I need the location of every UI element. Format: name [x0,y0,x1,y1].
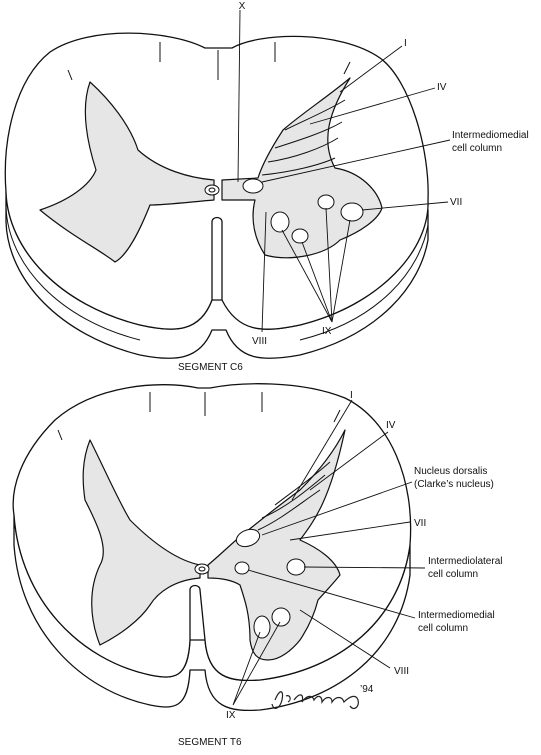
t6-label-intermediolateral-1: Intermediolateral [428,556,502,567]
c6-gray-matter-left [39,81,215,263]
c6-motor-nucleus-2 [291,228,309,244]
c6-leader-i [339,45,403,93]
t6-leader-ix [232,621,281,706]
t6-leader-vii [289,521,411,541]
t6-leader-iv [309,431,389,491]
t6-label-intermediolateral-2: cell column [428,569,478,580]
c6-laminae [261,99,346,176]
c6-surface-furrows [67,42,351,81]
t6-laminae [257,461,331,531]
c6-label-intermediomedial-2: cell column [452,143,502,154]
c6-leader-ix [281,207,351,323]
t6-label-iv: IV [386,420,396,431]
t6-label-i: I [350,390,353,401]
segment-t6-figure: I IV Nucleus dorsalis (Clarke’s nucleus)… [12,383,502,748]
c6-leader-x [237,9,241,183]
c6-leader-iv [309,87,436,125]
t6-label-intermediomedial-2: cell column [418,623,468,634]
t6-label-nucleus-dorsalis-1: Nucleus dorsalis [414,466,487,477]
c6-motor-nucleus-3 [317,194,335,210]
artist-signature-icon [271,691,359,710]
c6-label-intermediomedial-1: Intermediomedial [452,130,529,141]
signature-year: ’94 [360,684,374,695]
t6-label-nucleus-dorsalis-2: (Clarke’s nucleus) [414,479,494,490]
c6-caption: SEGMENT C6 [178,362,243,373]
t6-leader-i [291,399,353,501]
t6-caption: SEGMENT T6 [178,737,242,748]
t6-nucleus-dorsalis [235,528,261,548]
c6-motor-nucleus-1 [270,211,290,233]
segment-c6-figure: X I IV Intermediomedial cell column VII … [4,1,529,373]
c6-intermediomedial-nucleus [242,178,264,194]
t6-leader-nucleus-dorsalis [261,481,413,536]
c6-label-x: X [239,1,246,12]
c6-leader-viii [261,211,267,333]
c6-label-ix: IX [322,326,332,337]
t6-cord-outline [12,383,412,682]
c6-label-iv: IV [437,82,447,93]
c6-slab-edge [5,206,429,341]
c6-leader-vii [361,201,449,211]
c6-motor-nucleus-4 [340,202,364,222]
c6-leader-intermediomedial [261,139,451,183]
t6-leader-viii [299,609,391,669]
t6-gray-matter-left [82,439,201,646]
t6-leader-intermediolateral [303,566,426,569]
t6-label-vii: VII [414,518,426,529]
t6-surface-furrows [57,392,341,441]
t6-leader-intermediomedial [247,569,416,619]
t6-label-ix: IX [226,710,236,721]
t6-intermediolateral-nucleus [286,558,306,576]
t6-label-intermediomedial-1: Intermediomedial [418,610,495,621]
t6-label-viii: VIII [394,666,409,677]
c6-label-i: I [404,38,407,49]
c6-label-viii: VIII [252,336,267,347]
t6-motor-nucleus-2 [271,607,291,627]
t6-motor-nucleus-1 [253,615,271,639]
c6-label-vii: VII [450,197,462,208]
t6-intermediomedial-nucleus [234,561,250,575]
